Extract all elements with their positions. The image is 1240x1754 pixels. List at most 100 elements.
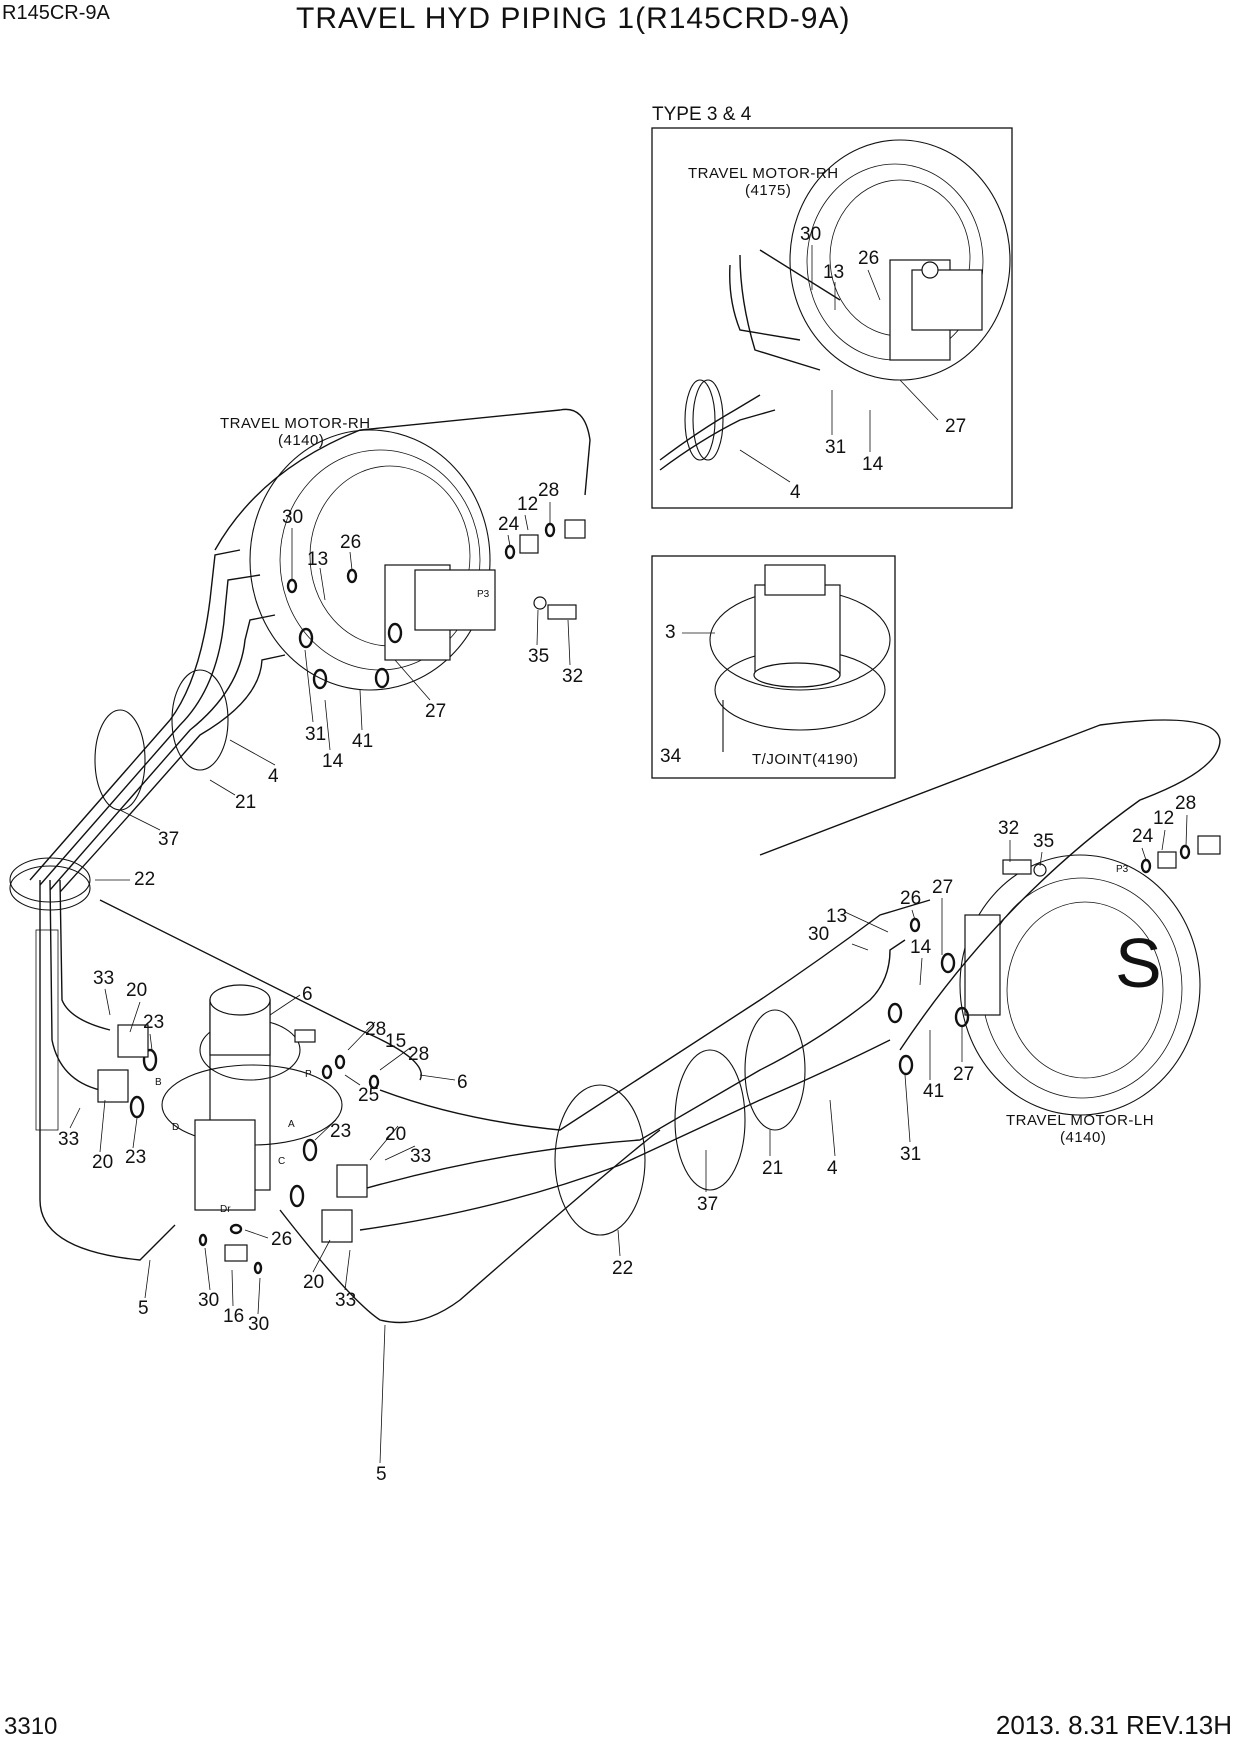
callout-label: 28 bbox=[538, 480, 559, 501]
callouts-lh: 32 35 24 12 28 13 26 27 30 14 41 27 31 4… bbox=[612, 793, 1196, 1279]
motor-rh: P3 TRAVEL MOTOR-RH (4140) bbox=[220, 415, 496, 691]
callout-label: 14 bbox=[322, 751, 344, 772]
motor-lh: S TRAVEL MOTOR-LH (4140) P3 bbox=[959, 854, 1201, 1146]
motor-lh-code: (4140) bbox=[1060, 1129, 1106, 1146]
callout-label: 31 bbox=[900, 1144, 921, 1165]
callout-label: 6 bbox=[302, 984, 313, 1005]
inset-joint-part-name: T/JOINT(4190) bbox=[752, 751, 859, 768]
callout-label: 27 bbox=[945, 416, 966, 437]
swivel-joint: B D A C P Dr bbox=[155, 984, 343, 1215]
callout-label: 4 bbox=[268, 766, 279, 787]
callout-label: 30 bbox=[248, 1314, 269, 1335]
callout-label: 15 bbox=[385, 1031, 406, 1052]
callout-label: 4 bbox=[790, 482, 801, 503]
callout-label: 32 bbox=[998, 818, 1019, 839]
callout-label: 37 bbox=[697, 1194, 718, 1215]
callout-label: 22 bbox=[612, 1258, 633, 1279]
callout-label: 34 bbox=[660, 746, 682, 767]
callout-label: 12 bbox=[1153, 808, 1174, 829]
callout-label: 3 bbox=[665, 622, 676, 643]
callout-label: 31 bbox=[305, 724, 326, 745]
callout-label: 37 bbox=[158, 829, 179, 850]
model-code: R145CR-9A bbox=[2, 2, 110, 24]
callout-label: 27 bbox=[932, 877, 953, 898]
callout-label: 16 bbox=[223, 1306, 244, 1327]
callout-label: 20 bbox=[303, 1272, 324, 1293]
callout-label: 20 bbox=[92, 1152, 113, 1173]
inset-type34-heading: TYPE 3 & 4 bbox=[652, 104, 752, 125]
callout-label: 27 bbox=[425, 701, 446, 722]
inset-type34-frame bbox=[651, 127, 1013, 509]
inset-type34-motor bbox=[789, 139, 1011, 381]
swivel-port-label: D bbox=[172, 1122, 179, 1133]
callouts-rh: 30 13 26 24 12 28 35 32 31 14 41 27 4 21… bbox=[95, 480, 583, 890]
callout-label: 26 bbox=[858, 248, 879, 269]
callout-label: 14 bbox=[862, 454, 884, 475]
callout-label: 21 bbox=[235, 792, 256, 813]
swivel-port-label: B bbox=[155, 1077, 162, 1088]
callout-label: 28 bbox=[365, 1019, 386, 1040]
callout-label: 28 bbox=[408, 1044, 429, 1065]
page-title: TRAVEL HYD PIPING 1(R145CRD-9A) bbox=[296, 2, 851, 35]
callout-label: 30 bbox=[198, 1290, 219, 1311]
inset-joint-frame bbox=[651, 555, 896, 779]
callout-label: 35 bbox=[528, 646, 549, 667]
callout-label: 30 bbox=[808, 924, 829, 945]
callout-label: 13 bbox=[307, 549, 328, 570]
callout-label: 5 bbox=[138, 1298, 149, 1319]
motor-lh-name: TRAVEL MOTOR-LH bbox=[1006, 1112, 1154, 1129]
callout-label: 5 bbox=[376, 1464, 387, 1485]
swivel-port-label: P bbox=[305, 1069, 312, 1080]
callout-label: 27 bbox=[953, 1064, 974, 1085]
callout-label: 35 bbox=[1033, 831, 1054, 852]
motor-rh-code: (4140) bbox=[278, 432, 324, 449]
callout-label: 13 bbox=[823, 262, 844, 283]
callout-label: 23 bbox=[125, 1147, 146, 1168]
callout-label: 23 bbox=[143, 1012, 164, 1033]
callout-label: 30 bbox=[800, 224, 821, 245]
port-label: P3 bbox=[477, 589, 490, 600]
motor-rh-name: TRAVEL MOTOR-RH bbox=[220, 415, 371, 432]
callout-label: 24 bbox=[1132, 826, 1154, 847]
callout-label: 23 bbox=[330, 1121, 351, 1142]
callout-label: 6 bbox=[457, 1072, 468, 1093]
callout-label: 24 bbox=[498, 514, 520, 535]
inset-type34-hoses bbox=[659, 249, 841, 471]
callout-label: 33 bbox=[93, 968, 114, 989]
callout-label: 12 bbox=[517, 494, 538, 515]
callout-label: 21 bbox=[762, 1158, 783, 1179]
swivel-port-label: A bbox=[288, 1119, 295, 1130]
callout-label: 26 bbox=[340, 532, 361, 553]
brand-mark: S bbox=[1115, 924, 1162, 1002]
inset-type34-callouts: 30 13 26 27 31 14 4 bbox=[739, 224, 966, 503]
callout-label: 22 bbox=[134, 869, 155, 890]
callout-label: 4 bbox=[827, 1158, 838, 1179]
revision-date: 2013. 8.31 REV.13H bbox=[995, 1710, 1232, 1740]
callout-label: 25 bbox=[358, 1085, 379, 1106]
callout-label: 28 bbox=[1175, 793, 1196, 814]
callout-label: 20 bbox=[385, 1124, 406, 1145]
inset-type34-motor-code: (4175) bbox=[745, 182, 791, 199]
inset-type34: TYPE 3 & 4 TRAVEL MOTOR-RH (4175) 30 13 … bbox=[651, 104, 1013, 509]
callout-label: 13 bbox=[826, 906, 847, 927]
callout-label: 31 bbox=[825, 437, 846, 458]
callout-label: 30 bbox=[282, 507, 303, 528]
callout-label: 33 bbox=[410, 1146, 431, 1167]
hose-bundles bbox=[9, 408, 1221, 1324]
callout-label: 33 bbox=[335, 1290, 356, 1311]
callout-label: 33 bbox=[58, 1129, 79, 1150]
callout-label: 41 bbox=[352, 731, 373, 752]
swivel-port-label: C bbox=[278, 1156, 285, 1167]
inset-joint: 3 34 T/JOINT(4190) bbox=[651, 555, 896, 779]
swivel-port-label: Dr bbox=[220, 1204, 231, 1215]
callouts-swivel: 6 28 15 28 25 6 33 20 23 33 20 23 23 20 … bbox=[58, 968, 468, 1485]
callout-label: 32 bbox=[562, 666, 583, 687]
callout-label: 14 bbox=[910, 937, 932, 958]
page-number: 3310 bbox=[4, 1713, 58, 1740]
inset-type34-motor-name: TRAVEL MOTOR-RH bbox=[688, 165, 839, 182]
callout-label: 26 bbox=[900, 888, 921, 909]
port-label: P3 bbox=[1116, 864, 1129, 875]
callout-label: 26 bbox=[271, 1229, 292, 1250]
callout-label: 41 bbox=[923, 1081, 944, 1102]
